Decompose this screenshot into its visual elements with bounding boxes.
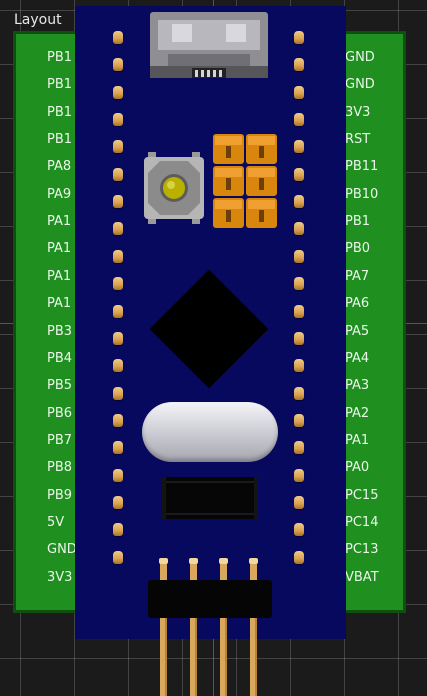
pin-label-right-2: 3V3 (345, 104, 371, 120)
header-pin (294, 113, 304, 127)
pin-label-right-8: PA7 (345, 268, 370, 284)
pin-label-right-10: PA5 (345, 323, 370, 339)
pin-label-right-9: PA6 (345, 296, 370, 312)
pin-label-right-6: PB1 (345, 214, 371, 230)
header-pin (294, 441, 304, 455)
pin-label-left-13: PB6 (47, 405, 73, 421)
header-pin (113, 140, 123, 154)
header-pin (294, 331, 304, 345)
pin-header-icon (148, 558, 272, 696)
header-pin (294, 495, 304, 509)
header-pin (294, 413, 304, 427)
header-pin (113, 85, 123, 99)
pin-label-right-3: RST (345, 132, 371, 148)
header-pin (113, 195, 123, 209)
header-pin (113, 167, 123, 181)
pin-label-right-7: PB0 (345, 241, 371, 257)
header-pin (294, 195, 304, 209)
pin-label-right-17: PC14 (345, 514, 379, 530)
header-pin (294, 277, 304, 291)
header-pin (113, 31, 123, 44)
pin-label-left-14: PB7 (47, 432, 73, 448)
header-pin (113, 58, 123, 72)
header-pin (294, 249, 304, 263)
header-pin (294, 167, 304, 181)
pin-label-left-0: PB1 (47, 50, 73, 65)
pin-label-left-15: PB8 (47, 460, 73, 476)
pin-label-left-18: GND (47, 542, 77, 558)
layout-title: Layout (14, 12, 62, 28)
pin-label-left-7: PA1 (47, 241, 72, 257)
pin-label-left-6: PA1 (47, 214, 72, 230)
header-pin (113, 386, 123, 400)
pin-label-right-14: PA1 (345, 432, 370, 448)
header-pin (294, 468, 304, 482)
pin-label-left-8: PA1 (47, 268, 72, 284)
header-pin (113, 222, 123, 236)
header-pin (294, 222, 304, 236)
header-pin (113, 441, 123, 455)
header-pin (294, 304, 304, 318)
header-pin (113, 277, 123, 291)
pin-label-right-4: PB11 (345, 159, 379, 175)
header-pin (294, 523, 304, 537)
header-pin (113, 304, 123, 318)
header-pin (113, 495, 123, 509)
header-pin (113, 113, 123, 127)
pin-label-left-4: PA8 (47, 159, 72, 175)
pin-label-left-2: PB1 (47, 104, 73, 120)
header-pin (113, 468, 123, 482)
small-ic-icon (162, 477, 258, 519)
pin-label-right-5: PB10 (345, 186, 379, 202)
pin-label-left-19: 3V3 (47, 569, 73, 585)
pin-label-right-11: PA4 (345, 350, 370, 366)
pin-label-left-5: PA9 (47, 186, 72, 202)
header-pin (294, 58, 304, 72)
header-pin (294, 140, 304, 154)
header-pin (294, 85, 304, 99)
pin-label-left-1: PB1 (47, 77, 73, 93)
header-pin (113, 413, 123, 427)
pin-label-right-16: PC15 (345, 487, 379, 503)
pin-label-left-10: PB3 (47, 323, 73, 339)
jumper-block-icon (213, 134, 277, 228)
header-pin (294, 31, 304, 44)
pin-label-left-11: PB4 (47, 350, 73, 366)
pin-label-left-12: PB5 (47, 378, 73, 394)
pin-label-left-3: PB1 (47, 132, 73, 148)
usb-connector-icon (150, 12, 268, 78)
pin-label-right-15: PA0 (345, 460, 370, 476)
header-pin (113, 249, 123, 263)
push-button-icon (144, 152, 204, 224)
header-pin (113, 550, 123, 564)
header-pin (294, 359, 304, 373)
pin-label-right-19: VBAT (345, 569, 379, 585)
header-pin (113, 523, 123, 537)
header-pin (294, 550, 304, 564)
pin-label-left-9: PA1 (47, 296, 72, 312)
pin-label-right-18: PC13 (345, 542, 379, 558)
pin-label-left-16: PB9 (47, 487, 73, 503)
header-pin (113, 331, 123, 345)
pin-label-right-13: PA2 (345, 405, 370, 421)
crystal-oscillator-icon (142, 402, 278, 462)
pin-label-right-12: PA3 (345, 378, 370, 394)
header-pin (294, 386, 304, 400)
pin-label-right-1: GND (345, 77, 375, 93)
header-pin (113, 359, 123, 373)
pin-label-left-17: 5V (47, 514, 65, 530)
pin-label-right-0: GND (345, 50, 375, 65)
